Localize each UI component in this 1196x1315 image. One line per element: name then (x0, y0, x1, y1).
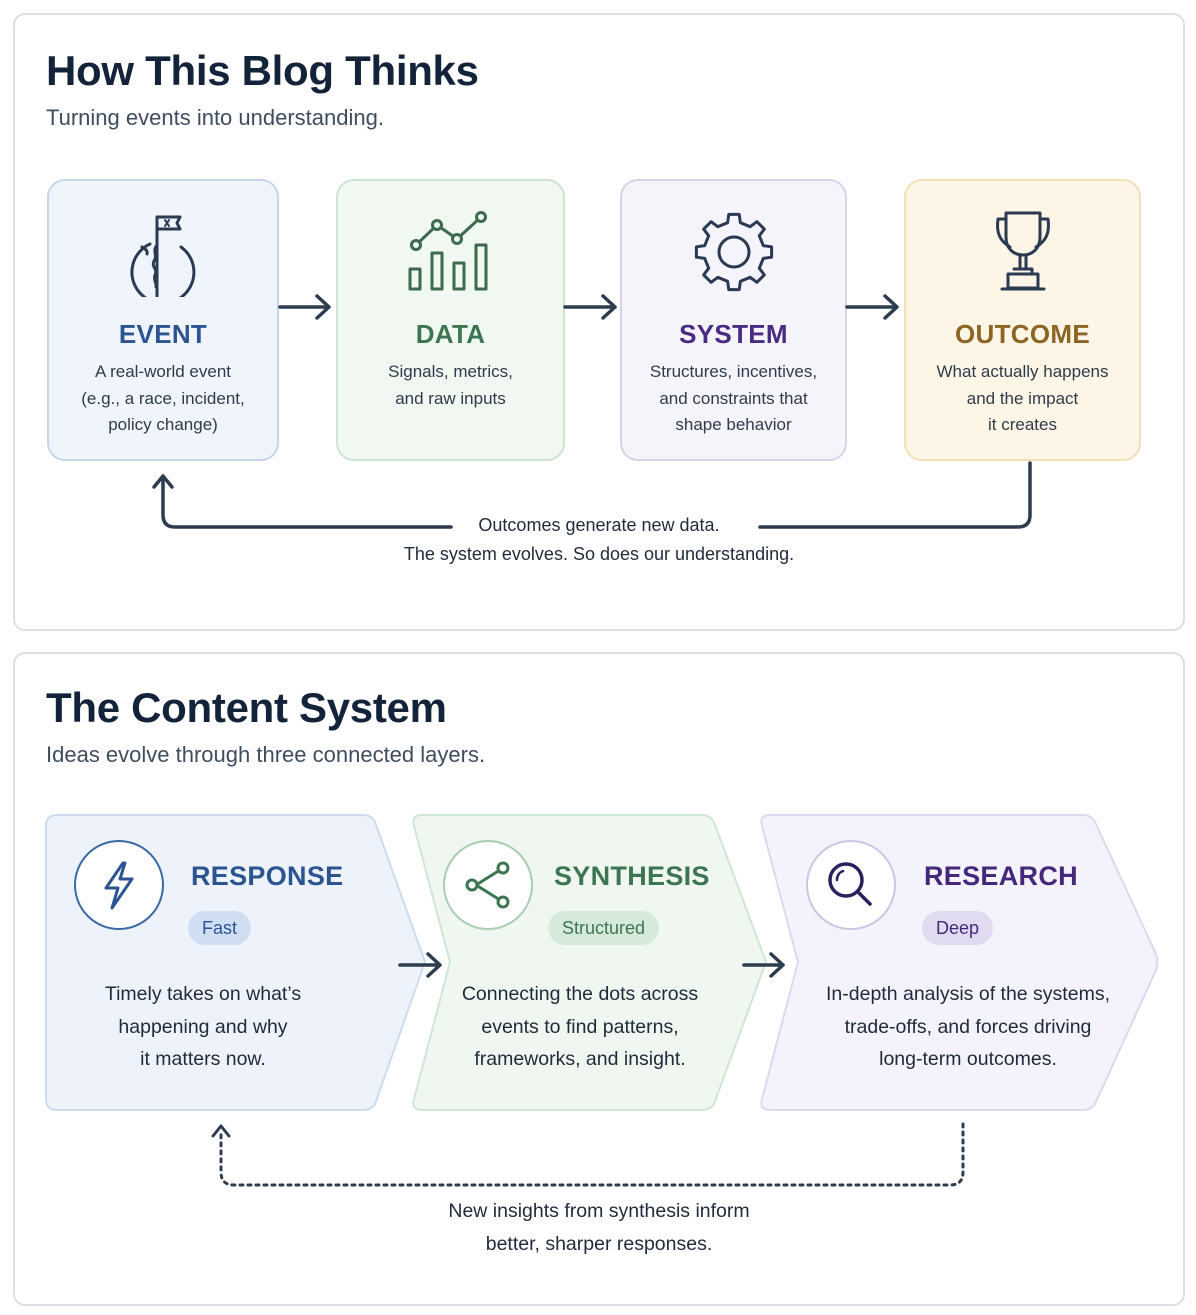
step-card-outcome: OUTCOME What actually happens and the im… (904, 179, 1141, 461)
step-card-system: SYSTEM Structures, incentives, and const… (620, 179, 847, 461)
arrow-right-icon (563, 294, 617, 320)
dotted-loop-back-arrow (211, 1122, 965, 1187)
layer-badge: Fast (188, 911, 252, 945)
loop-caption-line1: New insights from synthesis inform (448, 1200, 750, 1222)
loop-caption-line2: better, sharper responses. (485, 1233, 713, 1255)
step-title: SYSTEM (679, 319, 788, 349)
layer-icon-circle (443, 840, 533, 930)
section-subtitle: Turning events into understanding. (46, 105, 384, 130)
layer-title: RESPONSE (191, 861, 344, 891)
lightning-bolt-icon (104, 861, 134, 910)
how-blog-thinks-panel: How This Blog Thinks Turning events into… (13, 13, 1185, 631)
step-description: Structures, incentives, and constraints … (649, 362, 818, 434)
layer-badge: Structured (548, 911, 660, 945)
section-title: The Content System (46, 684, 447, 731)
layer-description: In-depth analysis of the systems, trade-… (826, 983, 1110, 1070)
step-description: Signals, metrics, and raw inputs (388, 362, 513, 408)
arrow-right-icon (278, 294, 331, 320)
layer-title: RESEARCH (924, 861, 1078, 891)
layer-card-synthesis: SYNTHESIS Structured Connecting the dots… (410, 814, 770, 1114)
step-card-event: EVENT A real-world event (e.g., a race, … (47, 179, 279, 461)
gear-icon (694, 212, 773, 292)
section-subtitle: Ideas evolve through three connected lay… (46, 742, 486, 767)
layer-icon-circle (74, 840, 164, 930)
step-title: DATA (415, 319, 486, 349)
step-description: A real-world event (e.g., a race, incide… (81, 362, 245, 434)
share-nodes-icon (465, 861, 510, 909)
step-title: OUTCOME (955, 319, 1090, 349)
step-card-data: DATA Signals, metrics, and raw inputs (336, 179, 565, 461)
arrow-right-icon (845, 294, 899, 320)
layer-badge: Deep (922, 911, 994, 945)
step-description: What actually happens and the impact it … (936, 362, 1109, 434)
loop-caption-line2: The system evolves. So does our understa… (403, 544, 795, 564)
magnifier-icon (828, 862, 872, 906)
trophy-icon (995, 211, 1050, 291)
layer-card-research: RESEARCH Deep In-depth analysis of the s… (758, 814, 1178, 1114)
layer-icon-circle (806, 840, 896, 930)
loop-caption-line1: Outcomes generate new data. (478, 515, 720, 535)
globe-flag-icon (130, 215, 196, 297)
layer-card-response: RESPONSE Fast Timely takes on what’s hap… (45, 814, 445, 1114)
content-system-panel: The Content System Ideas evolve through … (13, 652, 1185, 1306)
layer-description: Connecting the dots across events to fin… (461, 983, 699, 1070)
step-title: EVENT (118, 319, 208, 349)
layer-title: SYNTHESIS (554, 861, 710, 891)
layer-description: Timely takes on what’s happening and why… (104, 983, 302, 1070)
bar-line-chart-icon (408, 211, 487, 291)
section-title: How This Blog Thinks (46, 47, 479, 94)
